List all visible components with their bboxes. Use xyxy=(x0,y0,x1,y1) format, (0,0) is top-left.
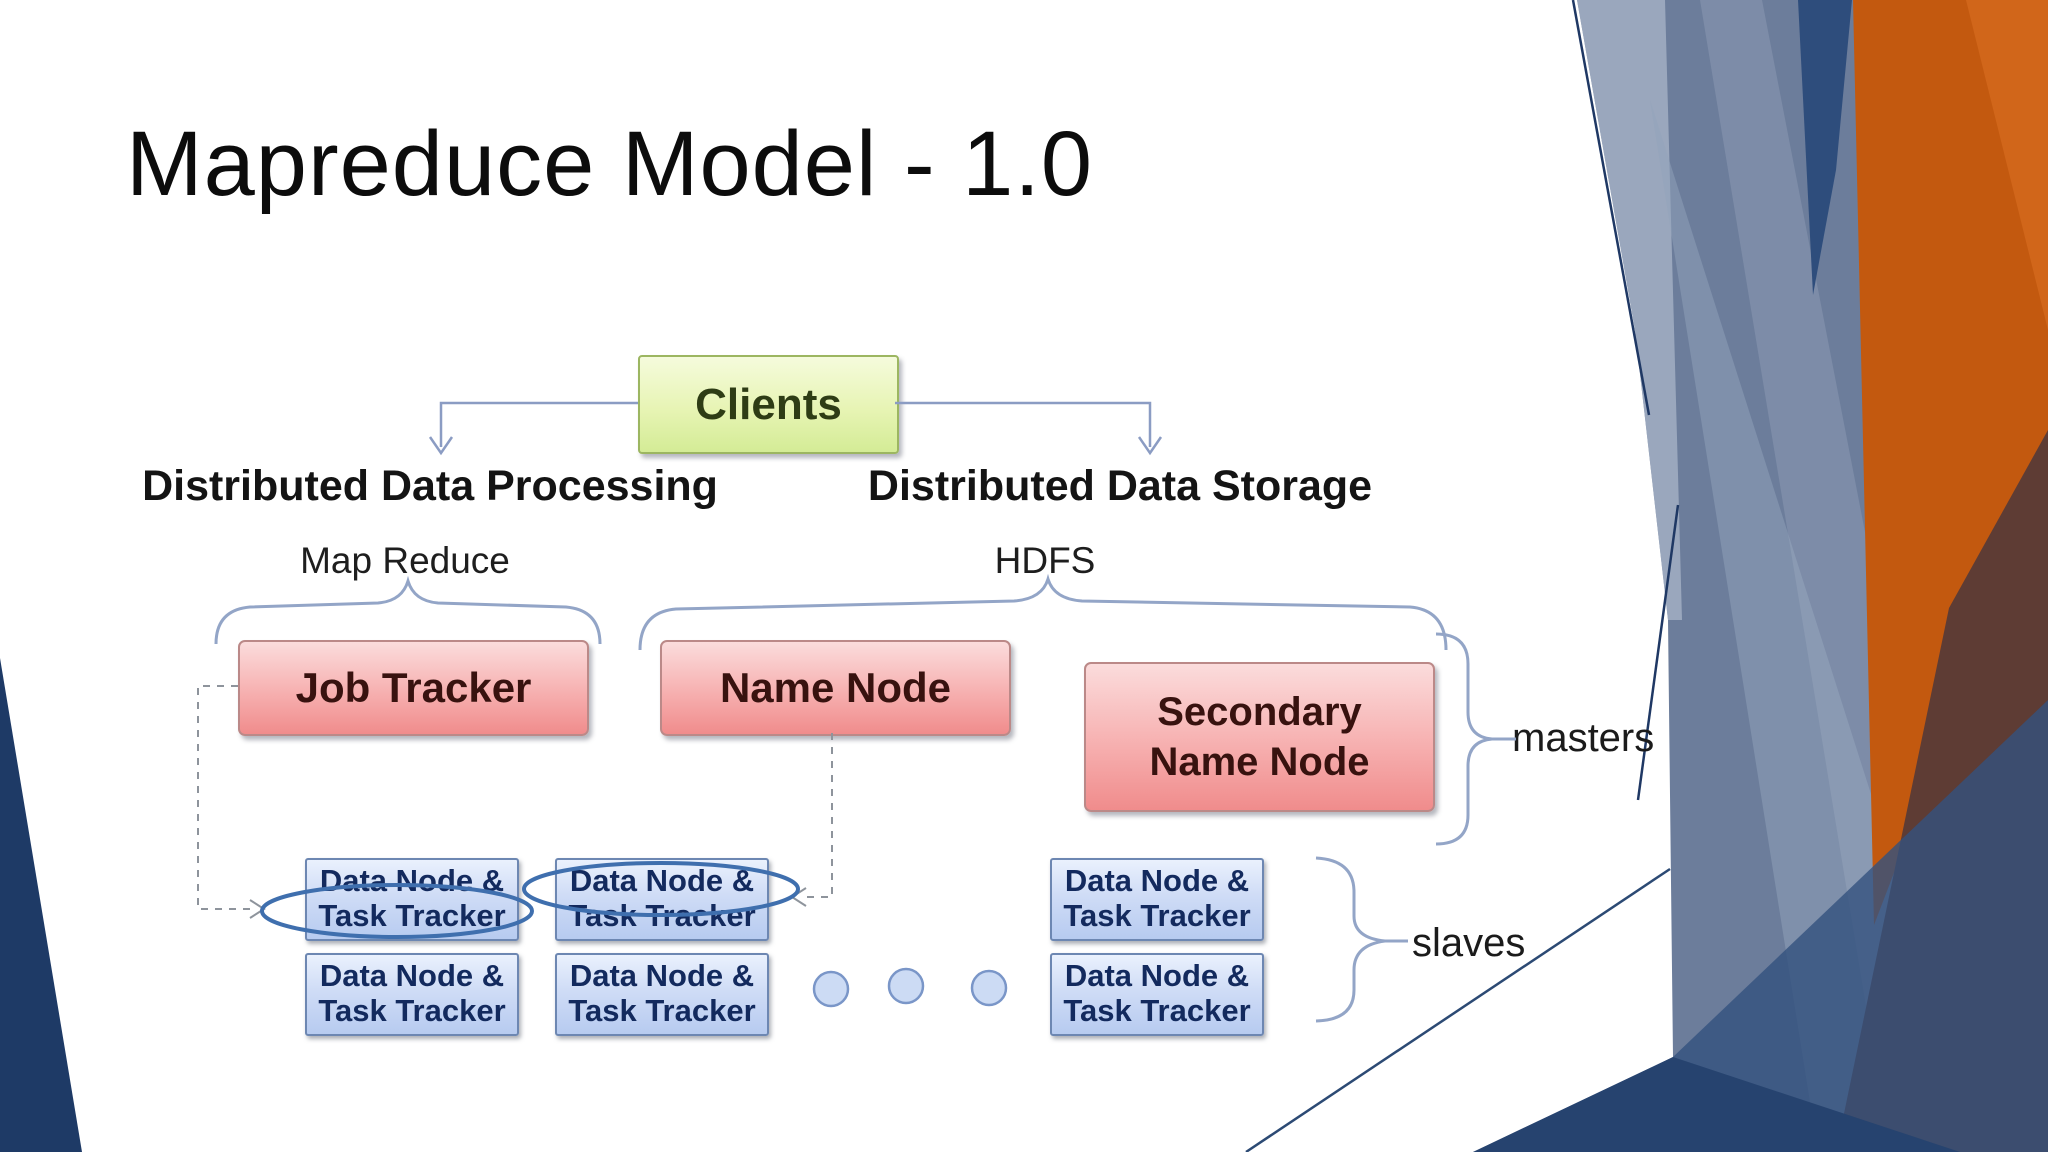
job-tracker-node-box: Job Tracker xyxy=(238,640,589,736)
slave-node-label-line2: Task Tracker xyxy=(1063,993,1251,1028)
job-tracker-label: Job Tracker xyxy=(295,664,532,711)
slave-node-label-line1: Data Node & xyxy=(1064,958,1250,993)
slave-node-label-line2: Task Tracker xyxy=(1063,898,1251,933)
subheading-hdfs: HDFS xyxy=(994,540,1096,581)
name-node-label: Name Node xyxy=(719,664,952,711)
slave-node-label-line1: Data Node & xyxy=(319,863,505,898)
heading-distributed-data-storage: Distributed Data Storage xyxy=(867,462,1373,510)
slave-node-label-line1: Data Node & xyxy=(319,958,505,993)
decor-left-wedge xyxy=(0,658,82,1152)
slave-node-box-3: Data Node & Task Tracker xyxy=(1050,858,1264,941)
slave-node-label-line1: Data Node & xyxy=(1064,863,1250,898)
slave-node-box-6: Data Node & Task Tracker xyxy=(1050,953,1264,1036)
slave-node-box-2: Data Node & Task Tracker xyxy=(555,858,769,941)
slave-node-label-line2: Task Tracker xyxy=(568,898,756,933)
decor-thin-line-bottom xyxy=(1245,867,1671,1152)
slaves-group-label: slaves xyxy=(1412,921,1526,965)
decor-navy-bottom-band xyxy=(1673,700,2048,1152)
slave-node-box-5: Data Node & Task Tracker xyxy=(555,953,769,1036)
decor-light-sliver xyxy=(1577,0,1682,620)
clients-node-box: Clients xyxy=(638,355,899,454)
name-node-box: Name Node xyxy=(660,640,1011,736)
slave-node-label-line2: Task Tracker xyxy=(568,993,756,1028)
slave-node-box-1: Data Node & Task Tracker xyxy=(305,858,519,941)
decor-orange-band xyxy=(1853,0,2048,925)
secondary-name-node-label-line1: Secondary xyxy=(1157,690,1362,734)
secondary-name-node-box: Secondary Name Node xyxy=(1084,662,1435,812)
slide-title: Mapreduce Model - 1.0 xyxy=(126,113,1094,215)
secondary-name-node-label-line2: Name Node xyxy=(1149,740,1370,784)
subheading-map-reduce: Map Reduce xyxy=(300,540,510,581)
slave-node-label-line1: Data Node & xyxy=(569,863,755,898)
decor-thin-line-top xyxy=(1571,0,1651,416)
slave-node-label-line1: Data Node & xyxy=(569,958,755,993)
slave-node-label-line2: Task Tracker xyxy=(318,993,506,1028)
decor-navy-bottom-left xyxy=(1473,1057,1960,1152)
masters-group-label: masters xyxy=(1512,716,1655,760)
heading-distributed-data-processing: Distributed Data Processing xyxy=(142,462,718,510)
slave-node-label-line2: Task Tracker xyxy=(318,898,506,933)
slave-node-box-4: Data Node & Task Tracker xyxy=(305,953,519,1036)
decor-navy-top-wedge xyxy=(1798,0,1852,295)
decor-thin-line-mid xyxy=(1636,504,1680,801)
clients-node-label: Clients xyxy=(695,380,842,429)
decor-orange-light xyxy=(1966,0,2048,330)
